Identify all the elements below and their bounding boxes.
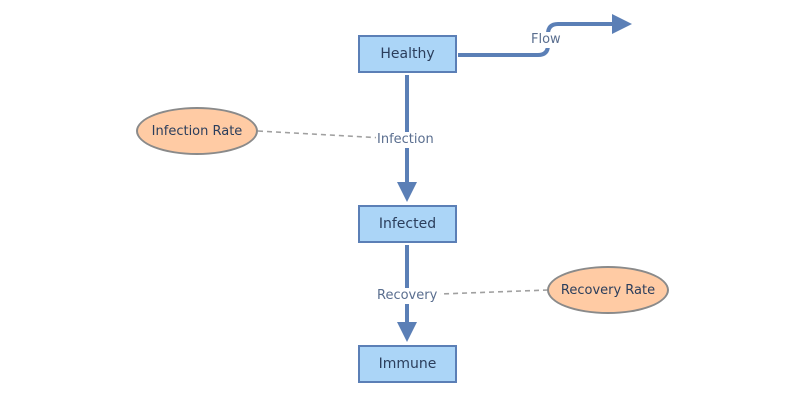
stock-healthy[interactable]: Healthy xyxy=(358,35,457,73)
variable-recovery-rate-label: Recovery Rate xyxy=(560,282,656,298)
stock-healthy-label: Healthy xyxy=(380,46,435,62)
stock-immune[interactable]: Immune xyxy=(358,345,457,383)
link-recovery-rate[interactable] xyxy=(439,289,549,295)
stock-immune-label: Immune xyxy=(378,356,437,372)
flow-label-infection: Infection xyxy=(376,132,435,148)
flow-label-recovery: Recovery xyxy=(376,288,439,304)
variable-infection-rate[interactable]: Infection Rate xyxy=(136,107,258,155)
stock-infected[interactable]: Infected xyxy=(358,205,457,243)
stock-infected-label: Infected xyxy=(378,216,437,232)
flow-label-outflow: Flow xyxy=(530,32,562,48)
variable-infection-rate-label: Infection Rate xyxy=(151,123,243,139)
variable-recovery-rate[interactable]: Recovery Rate xyxy=(547,266,669,314)
